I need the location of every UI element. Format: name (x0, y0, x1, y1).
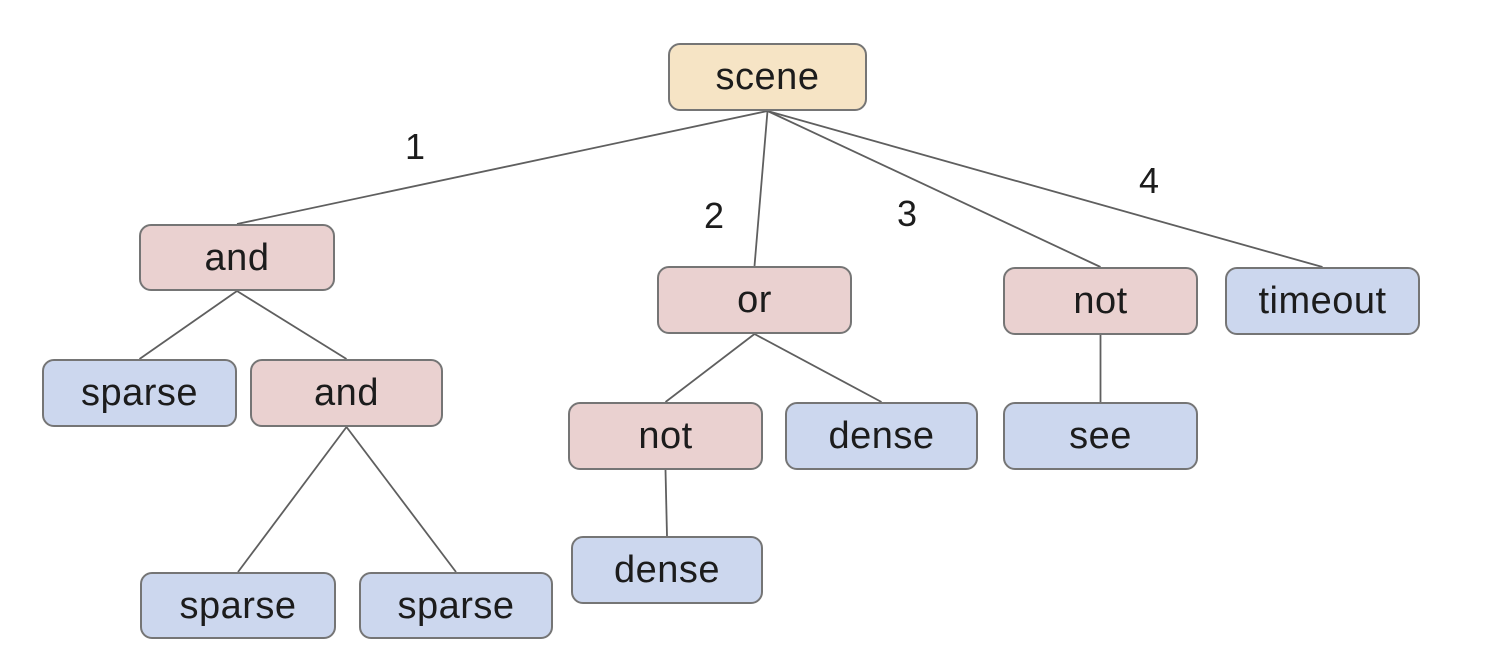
tree-node-see-1: see (1003, 402, 1198, 470)
tree-edge-scene-to-or-1 (753, 110, 769, 267)
node-label: dense (828, 415, 935, 457)
node-label: scene (715, 56, 820, 98)
tree-node-not-2: not (568, 402, 763, 470)
tree-node-sparse-3: sparse (359, 572, 553, 639)
tree-edge-or-1-to-not-2 (664, 333, 756, 403)
tree-edge-and-1-to-and-2 (236, 290, 347, 360)
node-label: not (638, 415, 693, 457)
node-label: sparse (80, 372, 199, 414)
edge-label-2: 2 (703, 195, 725, 236)
tree-node-dense-2: dense (571, 536, 763, 604)
tree-node-or-1: or (657, 266, 852, 334)
tree-node-and-2: and (250, 359, 443, 427)
tree-edge-or-1-to-dense-1 (754, 333, 882, 403)
tree-node-not-1: not (1003, 267, 1198, 335)
tree-node-sparse-1: sparse (42, 359, 237, 427)
tree-node-timeout-1: timeout (1225, 267, 1420, 335)
tree-edge-scene-to-not-1 (767, 110, 1101, 268)
node-label: see (1069, 415, 1132, 457)
tree-node-dense-1: dense (785, 402, 978, 470)
tree-edge-scene-to-and-1 (236, 110, 768, 225)
tree-edge-not-2-to-dense-2 (664, 469, 668, 537)
tree-node-sparse-2: sparse (140, 572, 336, 639)
tree-edge-scene-to-timeout-1 (767, 110, 1323, 268)
node-label: or (737, 279, 772, 321)
tree-edge-and-1-to-sparse-1 (138, 290, 238, 360)
node-label: and (314, 372, 379, 414)
edge-label-4: 4 (1138, 160, 1160, 201)
edge-label-1: 1 (404, 126, 426, 167)
node-label: sparse (397, 584, 515, 627)
tree-edge-and-2-to-sparse-3 (345, 426, 457, 573)
node-label: and (204, 236, 270, 279)
node-label: sparse (179, 584, 297, 627)
node-label: dense (613, 549, 721, 591)
tree-node-scene: scene (668, 43, 867, 111)
tree-edge-and-2-to-sparse-2 (237, 426, 348, 573)
node-label: not (1073, 280, 1128, 322)
tree-node-and-1: and (139, 224, 335, 291)
node-label: timeout (1258, 280, 1387, 322)
edge-label-3: 3 (896, 193, 918, 234)
